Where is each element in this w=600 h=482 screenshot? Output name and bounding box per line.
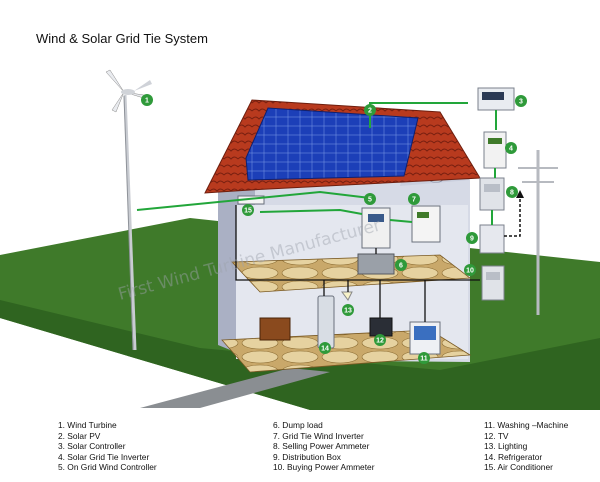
- dump-load: [357, 253, 395, 275]
- svg-text:8: 8: [510, 190, 514, 197]
- legend-column-1: 1. Wind Turbine 2. Solar PV 3. Solar Con…: [58, 420, 157, 473]
- svg-text:9: 9: [470, 236, 474, 243]
- legend-item: 15. Air Conditioner: [484, 462, 553, 473]
- svg-text:3: 3: [519, 99, 523, 106]
- legend-item: 6. Dump load: [273, 420, 323, 430]
- buying-power-ammeter: [481, 265, 505, 301]
- selling-power-ammeter: [479, 177, 505, 211]
- grid-dashed-link: [504, 196, 521, 237]
- svg-text:14: 14: [321, 346, 329, 353]
- legend-item: 2. Solar PV: [58, 430, 101, 441]
- svg-text:10: 10: [466, 268, 474, 275]
- legend-item: 10. Buying Power Ammeter: [273, 462, 375, 473]
- badge-8: 8: [506, 186, 518, 198]
- svg-text:13: 13: [344, 308, 352, 315]
- badge-6: 6: [395, 259, 407, 271]
- legend-item: 9. Distribution Box: [273, 451, 341, 462]
- svg-text:15: 15: [244, 208, 252, 215]
- svg-text:7: 7: [412, 197, 416, 204]
- svg-text:6: 6: [399, 263, 403, 270]
- svg-text:2: 2: [368, 108, 372, 115]
- svg-text:1: 1: [145, 98, 149, 105]
- flow-lines: [136, 102, 497, 225]
- tv: [369, 317, 393, 337]
- badge-5: 5: [364, 193, 376, 205]
- system-diagram: First Wind Turbine Manufacturer 1 2 3 4 …: [0, 69, 600, 410]
- legend-item: 7. Grid Tie Wind Inverter: [273, 430, 364, 441]
- badge-10: 10: [464, 264, 476, 276]
- badge-9: 9: [466, 232, 478, 244]
- feed-lines: [235, 205, 480, 322]
- turbine-tower: [123, 94, 137, 351]
- page-title: Wind & Solar Grid Tie System: [36, 31, 208, 46]
- solar-controller: [477, 87, 515, 111]
- solar-pv: [245, 107, 419, 181]
- washing-machine: [409, 321, 441, 355]
- on-grid-wind-controller: [361, 207, 391, 249]
- cabinet: [259, 317, 291, 341]
- stone-path: [140, 368, 330, 408]
- turbine-rotor: [105, 69, 152, 113]
- badge-15: 15: [242, 204, 254, 216]
- grass-front: [0, 300, 600, 410]
- solar-grid-tie-inverter: [483, 131, 507, 169]
- badge-2: 2: [364, 104, 376, 116]
- legend-column-3: 11. Washing –Machine 12. TV 13. Lighting…: [484, 420, 568, 473]
- legend-item: 11. Washing –Machine: [484, 420, 569, 430]
- legend-item: 4. Solar Grid Tie Inverter: [58, 451, 150, 462]
- legend-item: 3. Solar Controller: [58, 441, 126, 452]
- legend-column-2: 6. Dump load 7. Grid Tie Wind Inverter 8…: [273, 420, 374, 473]
- badge-11: 11: [418, 352, 430, 364]
- badge-4: 4: [505, 142, 517, 154]
- legend-item: 12. TV: [484, 430, 509, 441]
- svg-text:4: 4: [509, 146, 513, 153]
- legend-item: 13. Lighting: [484, 441, 528, 452]
- badge-1: 1: [141, 94, 153, 106]
- badge-12: 12: [374, 334, 386, 346]
- badge-14: 14: [319, 342, 331, 354]
- badge-3: 3: [515, 95, 527, 107]
- refrigerator: [317, 295, 335, 349]
- lighting: [341, 291, 353, 301]
- badge-13: 13: [342, 304, 354, 316]
- badge-7: 7: [408, 193, 420, 205]
- svg-text:5: 5: [368, 197, 372, 204]
- svg-text:12: 12: [376, 338, 384, 345]
- svg-text:11: 11: [420, 356, 428, 363]
- legend-item: 8. Selling Power Ammeter: [273, 441, 370, 452]
- distribution-box: [479, 224, 505, 254]
- grid-tie-wind-inverter: [411, 205, 441, 243]
- legend-item: 1. Wind Turbine: [58, 420, 117, 430]
- legend-item: 14. Refrigerator: [484, 451, 543, 462]
- legend-item: 5. On Grid Wind Controller: [58, 462, 157, 473]
